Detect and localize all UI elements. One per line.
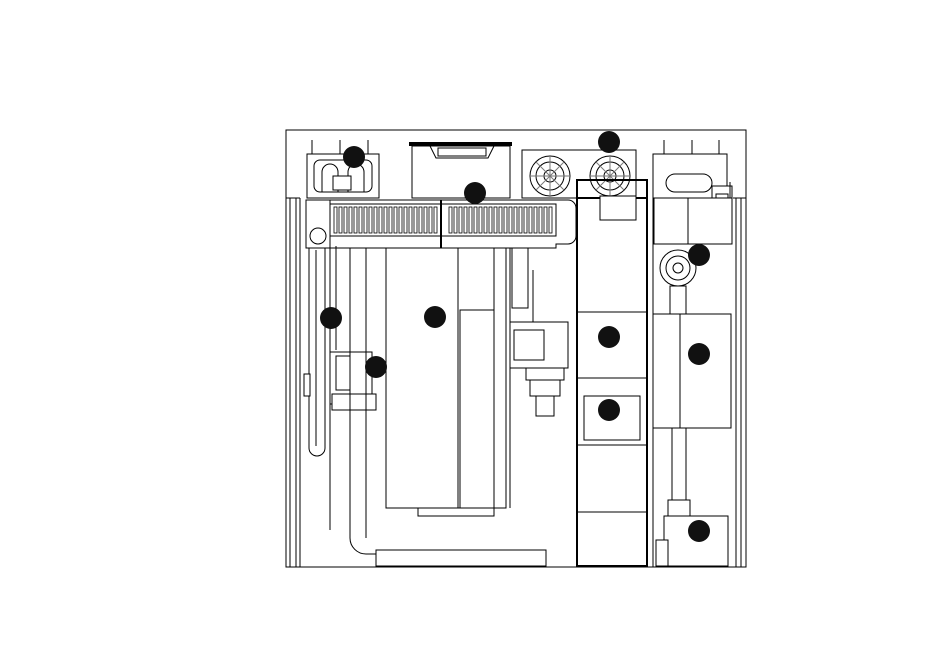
top-lid-cover <box>409 142 512 198</box>
marker-right-box <box>688 343 710 365</box>
left-bracket-assembly <box>304 246 376 530</box>
marker-left-bracket <box>365 356 387 378</box>
marker-heat-sink-fins <box>464 182 486 204</box>
left-side-rails <box>286 198 300 567</box>
fan-right <box>590 156 630 196</box>
marker-bottom-right-pump <box>688 520 710 542</box>
bottom-slot <box>376 550 546 566</box>
center-motor <box>510 248 568 416</box>
marker-main-tank <box>424 306 446 328</box>
heat-sink-manifold <box>306 200 576 248</box>
marker-middle-lower-compartment <box>598 399 620 421</box>
top-fan-pair <box>522 150 636 198</box>
main-tank <box>386 248 510 516</box>
marker-right-pump <box>688 244 710 266</box>
marker-left-tube <box>320 307 342 329</box>
right-side-rails <box>733 198 746 567</box>
middle-compartment-column <box>577 180 647 566</box>
left-vertical-tube <box>309 248 325 456</box>
hose-connector-unit <box>307 140 379 198</box>
marker-hose-connectors <box>343 146 365 168</box>
marker-middle-upper-compartment <box>598 326 620 348</box>
fan-left <box>530 156 570 196</box>
marker-top-fan-pair <box>598 131 620 153</box>
